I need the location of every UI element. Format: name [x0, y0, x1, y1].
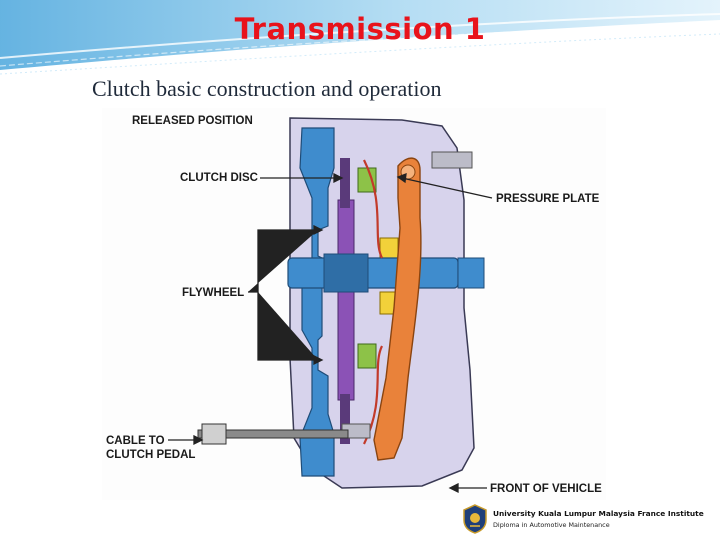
institute-crest-logo	[463, 504, 487, 534]
label-clutch-pedal: CLUTCH PEDAL	[106, 449, 195, 461]
release-bearing-upper	[379, 237, 399, 261]
housing-bolt	[431, 151, 473, 169]
label-released-position: RELEASED POSITION	[132, 115, 253, 127]
input-shaft	[287, 257, 459, 289]
release-fork	[373, 157, 422, 461]
slide-title: Transmission 1	[234, 12, 486, 46]
flywheel-leader-top	[248, 229, 318, 293]
label-clutch-disc: CLUTCH DISC	[180, 172, 258, 184]
clutch-disc-upper-lining	[340, 158, 350, 208]
cable-end-fitting	[201, 423, 227, 445]
clutch-cutaway-diagram: RELEASED POSITION CLUTCH DISC PRESSURE P…	[102, 108, 606, 500]
label-flywheel: FLYWHEEL	[182, 287, 244, 299]
clutch-disc-hub	[337, 199, 355, 401]
header-swoosh-background	[0, 0, 720, 75]
shaft-spline	[323, 253, 369, 293]
label-pressure-plate: PRESSURE PLATE	[496, 193, 600, 205]
flywheel-leader-bottom	[257, 292, 318, 361]
clutch-disc-lower-lining	[340, 394, 350, 444]
output-shaft-tail	[457, 257, 485, 289]
footer-department: Diploma in Automotive Maintenance	[493, 521, 610, 529]
footer-institution-name: University Kuala Lumpur Malaysia France …	[493, 509, 704, 518]
label-front-of-vehicle: FRONT OF VEHICLE	[490, 483, 602, 495]
slide-subtitle: Clutch basic construction and operation	[92, 76, 442, 101]
label-cable-to: CABLE TO	[106, 435, 165, 447]
pressure-plate-leader	[401, 177, 493, 199]
damper-spring-lower	[357, 343, 377, 369]
clutch-cable	[197, 429, 349, 439]
